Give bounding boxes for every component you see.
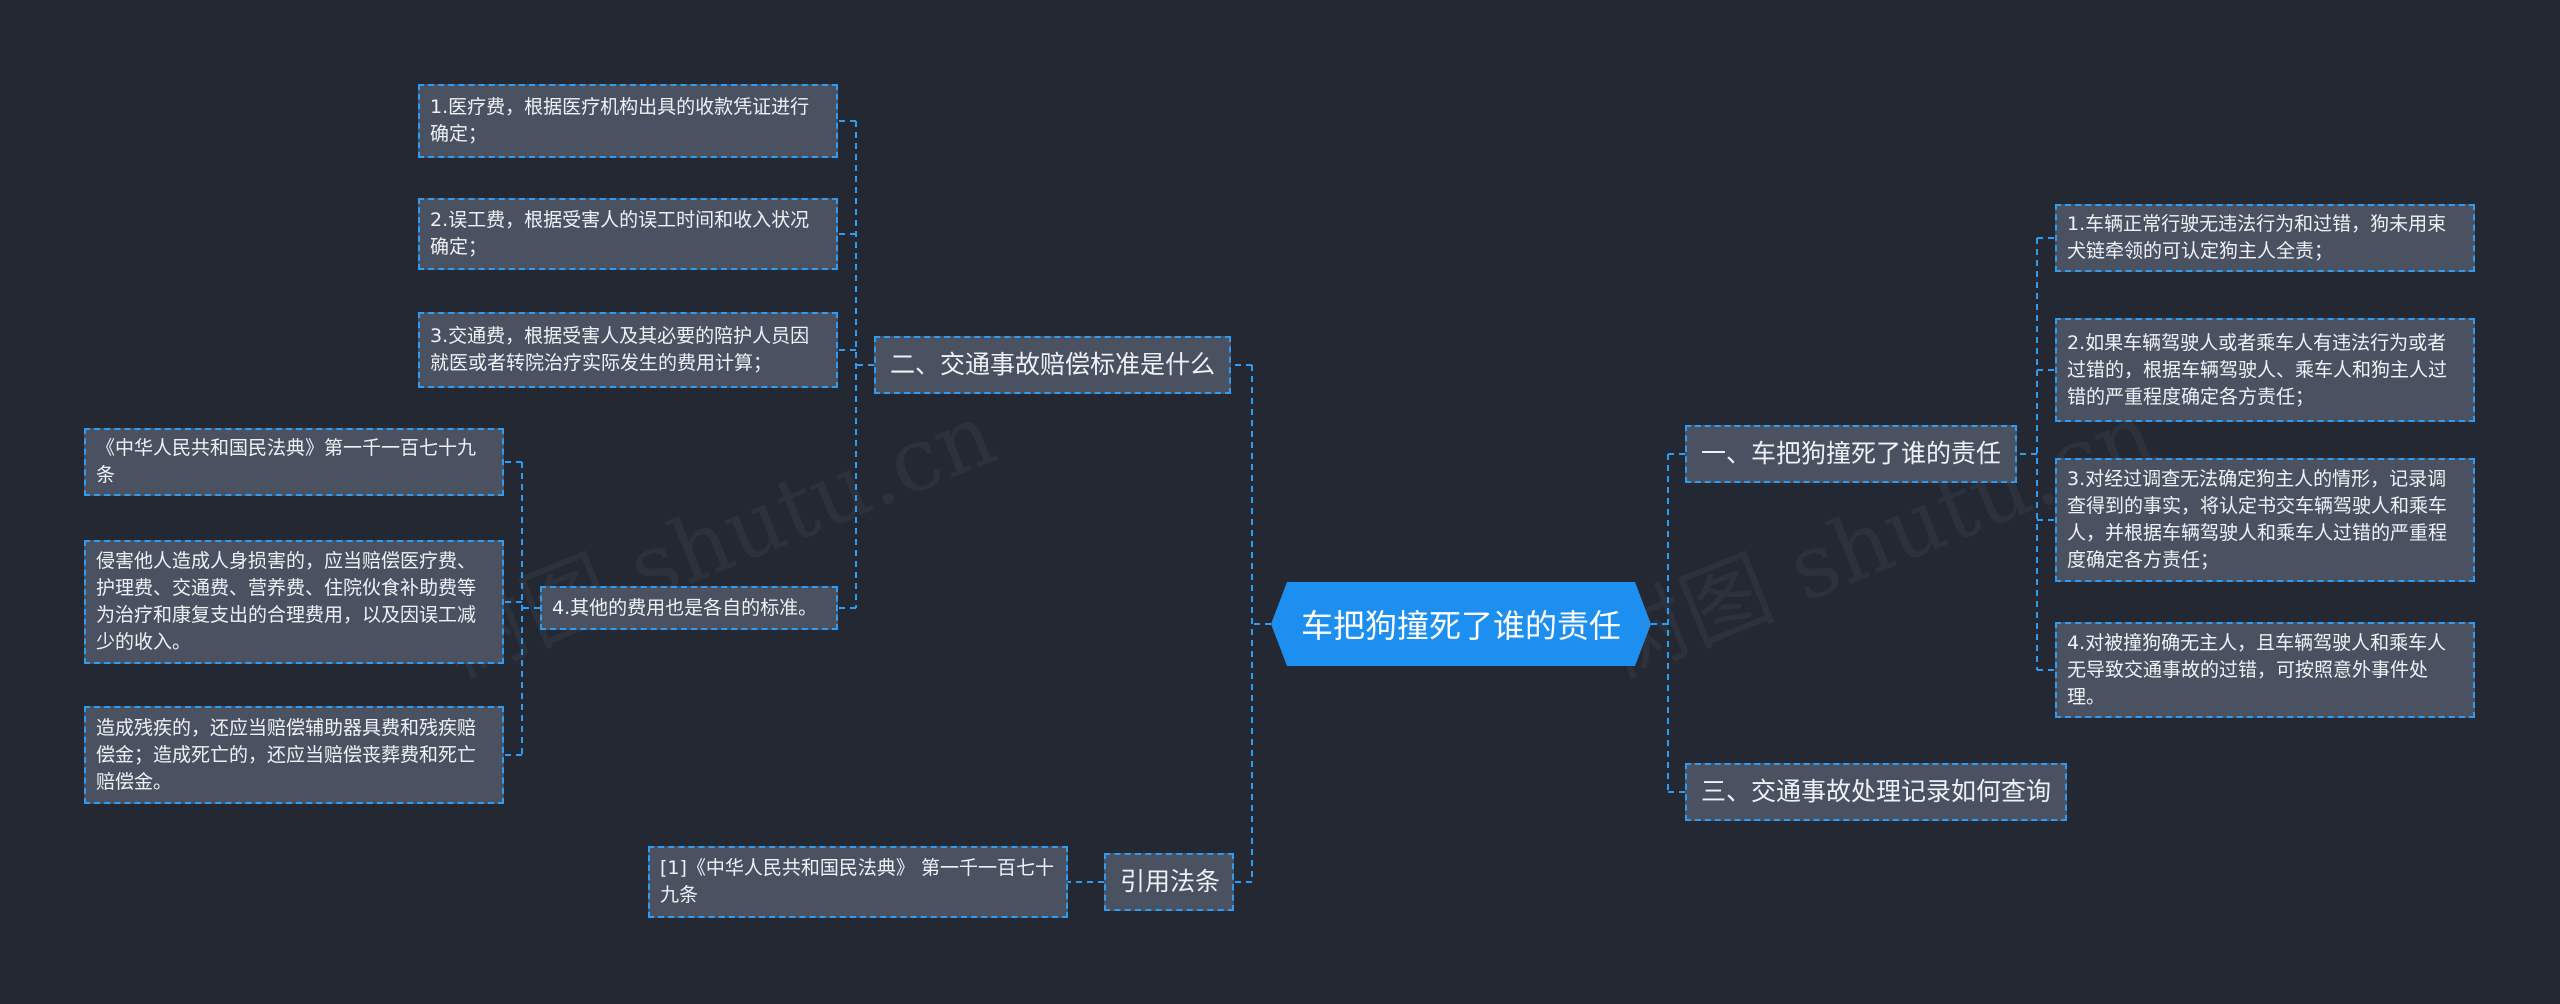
leaf-lost-wages[interactable]: 2.误工费，根据受害人的误工时间和收入状况确定； [418, 198, 838, 270]
leaf-shared-liability[interactable]: 2.如果车辆驾驶人或者乘车人有违法行为或者过错的，根据车辆驾驶人、乘车人和狗主人… [2055, 318, 2475, 422]
branch-compensation-standard[interactable]: 二、交通事故赔偿标准是什么 [874, 336, 1232, 394]
central-topic[interactable]: 车把狗撞死了谁的责任 [1271, 582, 1651, 666]
leaf-owner-full-liability[interactable]: 1.车辆正常行驶无违法行为和过错，狗未用束犬链牵领的可认定狗主人全责； [2055, 204, 2475, 272]
leaf-transport-expenses[interactable]: 3.交通费，根据受害人及其必要的陪护人员因就医或者转院治疗实际发生的费用计算； [418, 312, 838, 388]
leaf-cited-law-reference[interactable]: [1]《中华人民共和国民法典》 第一千一百七十九条 [648, 846, 1068, 918]
leaf-other-expenses[interactable]: 4.其他的费用也是各自的标准。 [540, 586, 838, 630]
branch-accident-record-query[interactable]: 三、交通事故处理记录如何查询 [1685, 763, 2068, 821]
leaf-owner-unknown[interactable]: 3.对经过调查无法确定狗主人的情形，记录调查得到的事实，将认定书交车辆驾驶人和乘… [2055, 458, 2475, 582]
branch-who-is-responsible[interactable]: 一、车把狗撞死了谁的责任 [1685, 425, 2018, 483]
leaf-disability-death-compensation[interactable]: 造成残疾的，还应当赔偿辅助器具费和残疾赔偿金；造成死亡的，还应当赔偿丧葬费和死亡… [84, 706, 504, 804]
leaf-ownerless-dog[interactable]: 4.对被撞狗确无主人，且车辆驾驶人和乘车人无导致交通事故的过错，可按照意外事件处… [2055, 622, 2475, 718]
leaf-personal-injury-compensation[interactable]: 侵害他人造成人身损害的，应当赔偿医疗费、护理费、交通费、营养费、住院伙食补助费等… [84, 540, 504, 664]
leaf-medical-expenses[interactable]: 1.医疗费，根据医疗机构出具的收款凭证进行确定； [418, 84, 838, 158]
leaf-civil-code-article[interactable]: 《中华人民共和国民法典》第一千一百七十九条 [84, 428, 504, 496]
branch-cited-law[interactable]: 引用法条 [1104, 853, 1234, 911]
